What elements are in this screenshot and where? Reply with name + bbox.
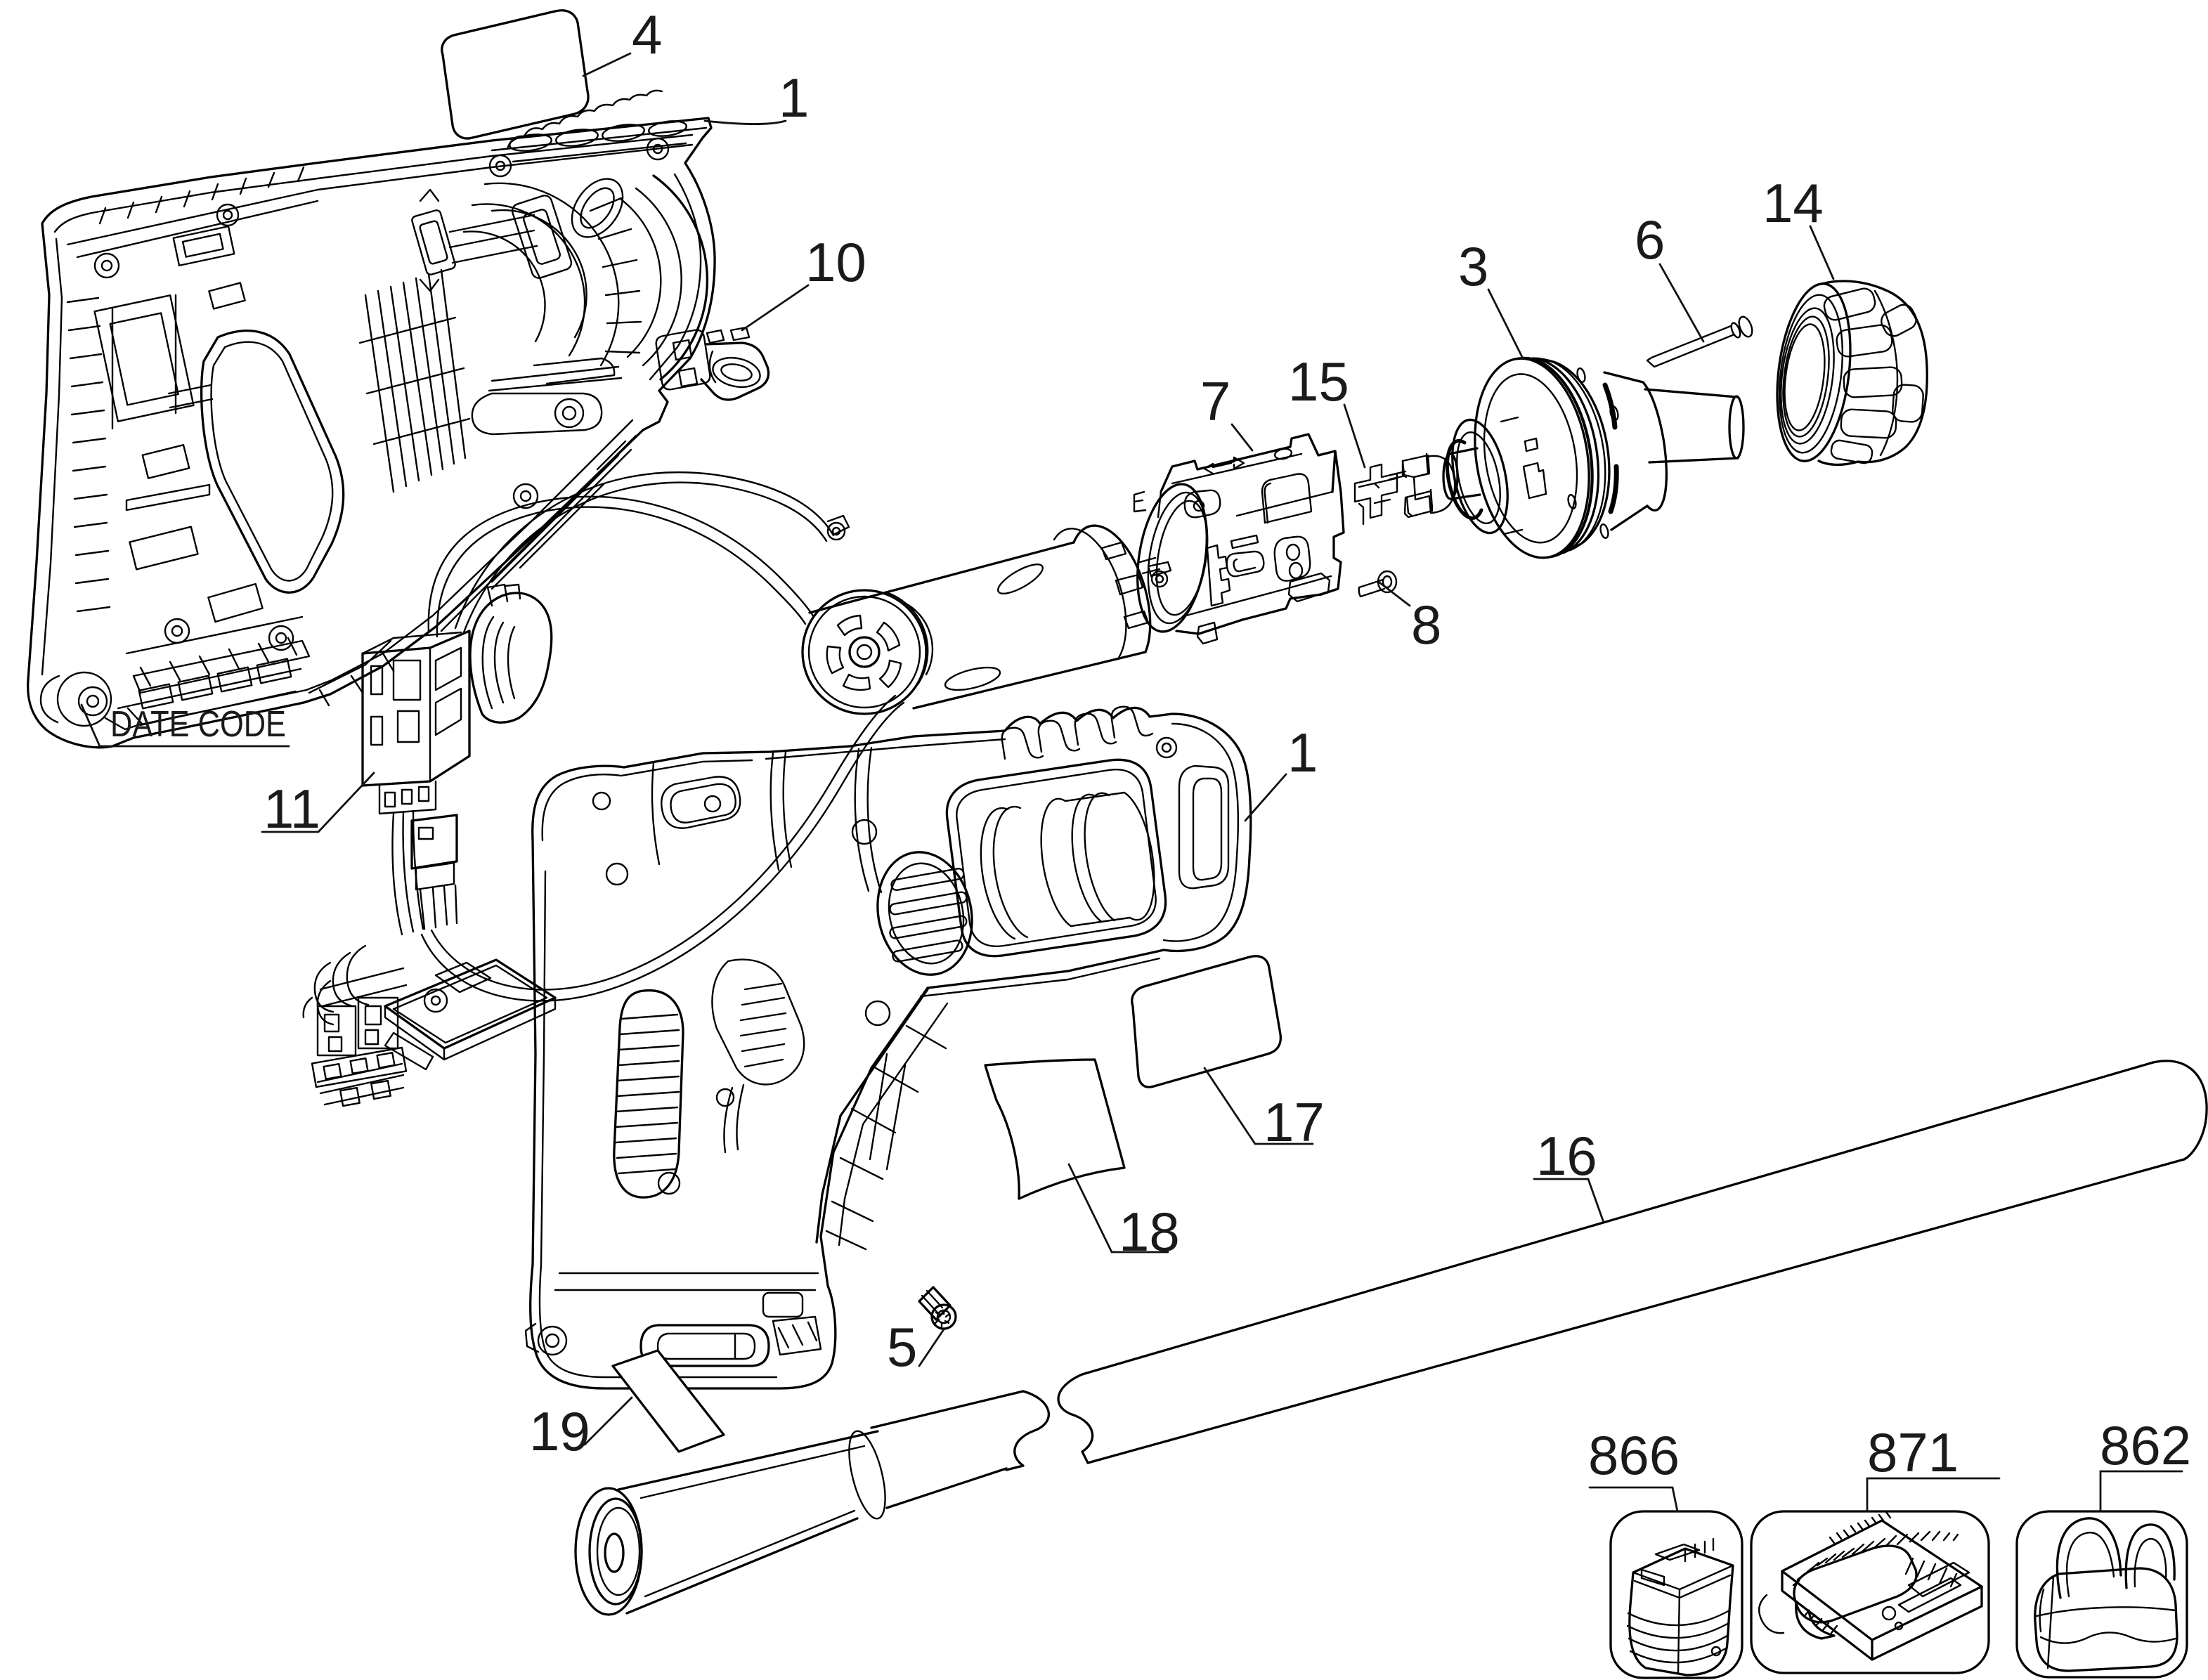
svg-text:866: 866 bbox=[1588, 1424, 1680, 1486]
svg-text:DATE CODE: DATE CODE bbox=[110, 704, 286, 745]
svg-text:19: 19 bbox=[529, 1400, 590, 1462]
svg-text:15: 15 bbox=[1288, 351, 1349, 412]
svg-text:871: 871 bbox=[1867, 1421, 1959, 1483]
svg-text:17: 17 bbox=[1264, 1091, 1325, 1153]
svg-text:4: 4 bbox=[632, 4, 662, 65]
svg-text:8: 8 bbox=[1411, 594, 1441, 656]
svg-text:7: 7 bbox=[1200, 370, 1230, 432]
svg-text:6: 6 bbox=[1635, 209, 1665, 271]
svg-text:1: 1 bbox=[1287, 722, 1318, 783]
svg-text:18: 18 bbox=[1119, 1201, 1180, 1263]
svg-text:3: 3 bbox=[1458, 235, 1488, 297]
svg-text:10: 10 bbox=[805, 231, 866, 293]
svg-text:14: 14 bbox=[1762, 172, 1824, 234]
svg-text:1: 1 bbox=[779, 67, 809, 129]
svg-text:5: 5 bbox=[887, 1316, 917, 1378]
svg-text:16: 16 bbox=[1536, 1125, 1597, 1187]
svg-text:11: 11 bbox=[264, 778, 320, 840]
svg-text:862: 862 bbox=[2100, 1414, 2191, 1476]
